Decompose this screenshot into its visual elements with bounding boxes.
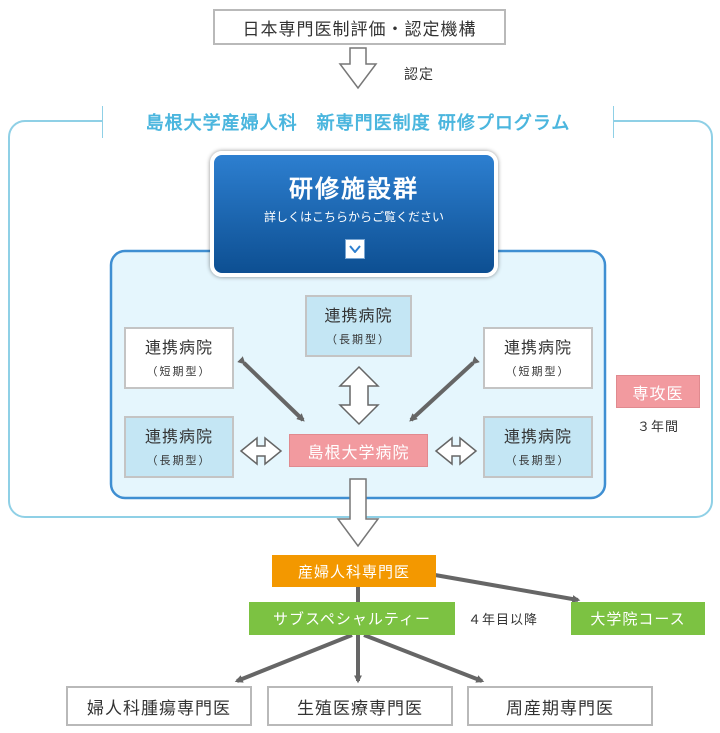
down-arrow-certify — [338, 47, 378, 90]
facility-group-header[interactable]: 研修施設群 詳しくはこちらからご覧ください — [210, 151, 498, 277]
hospital-name: 連携病院 — [324, 305, 393, 325]
certify-label: 認定 — [404, 67, 434, 83]
down-arrow-specialist — [336, 478, 380, 548]
hospital-type: （長期型） — [146, 453, 212, 467]
trainee-badge: 専攻医 — [616, 375, 700, 408]
gyn-oncology-specialist-box: 婦人科腫瘍専門医 — [66, 686, 252, 726]
arrow-oncology — [234, 633, 353, 683]
diagonal-arrow-left — [237, 356, 305, 422]
university-hospital: 島根大学病院 — [289, 434, 428, 467]
facility-group-title: 研修施設群 — [289, 175, 419, 203]
facility-group-subtitle: 詳しくはこちらからご覧ください — [263, 210, 444, 224]
double-arrow-right — [434, 436, 478, 466]
partner-hospital-lower-right: 連携病院 （長期型） — [483, 416, 593, 478]
program-title: 島根大学産婦人科 新専門医制度 研修プログラム — [102, 106, 614, 138]
partner-hospital-top-center: 連携病院 （長期型） — [305, 295, 412, 357]
double-arrow-vertical — [338, 365, 380, 426]
subspecialty-box: サブスペシャルティー — [249, 602, 455, 635]
diagonal-arrow-right — [409, 356, 480, 422]
partner-hospital-lower-left: 連携病院 （長期型） — [124, 416, 234, 478]
reproductive-medicine-specialist-box: 生殖医療専門医 — [267, 686, 453, 726]
hospital-type: （短期型） — [505, 364, 571, 378]
certifier-box: 日本専門医制評価・認定機構 — [213, 9, 506, 45]
double-arrow-left — [239, 436, 283, 466]
arrow-perinatal — [363, 633, 485, 683]
specialist-box: 産婦人科専門医 — [272, 555, 436, 587]
arrow-graduate — [434, 573, 581, 603]
partner-hospital-upper-left: 連携病院 （短期型） — [124, 327, 234, 389]
hospital-type: （長期型） — [326, 332, 391, 346]
hospital-type: （短期型） — [146, 364, 212, 378]
hospital-name: 連携病院 — [144, 337, 213, 357]
hospital-name: 連携病院 — [503, 426, 572, 446]
graduate-course-box: 大学院コース — [571, 602, 705, 635]
chevron-down-icon[interactable] — [345, 239, 365, 259]
after-year-four-label: ４年目以降 — [468, 613, 539, 628]
hospital-type: （長期型） — [505, 453, 571, 467]
hospital-name: 連携病院 — [503, 337, 572, 357]
partner-hospital-upper-right: 連携病院 （短期型） — [483, 327, 593, 389]
hospital-name: 連携病院 — [144, 426, 213, 446]
perinatal-specialist-box: 周産期専門医 — [467, 686, 653, 726]
trainee-duration: ３年間 — [636, 419, 679, 435]
